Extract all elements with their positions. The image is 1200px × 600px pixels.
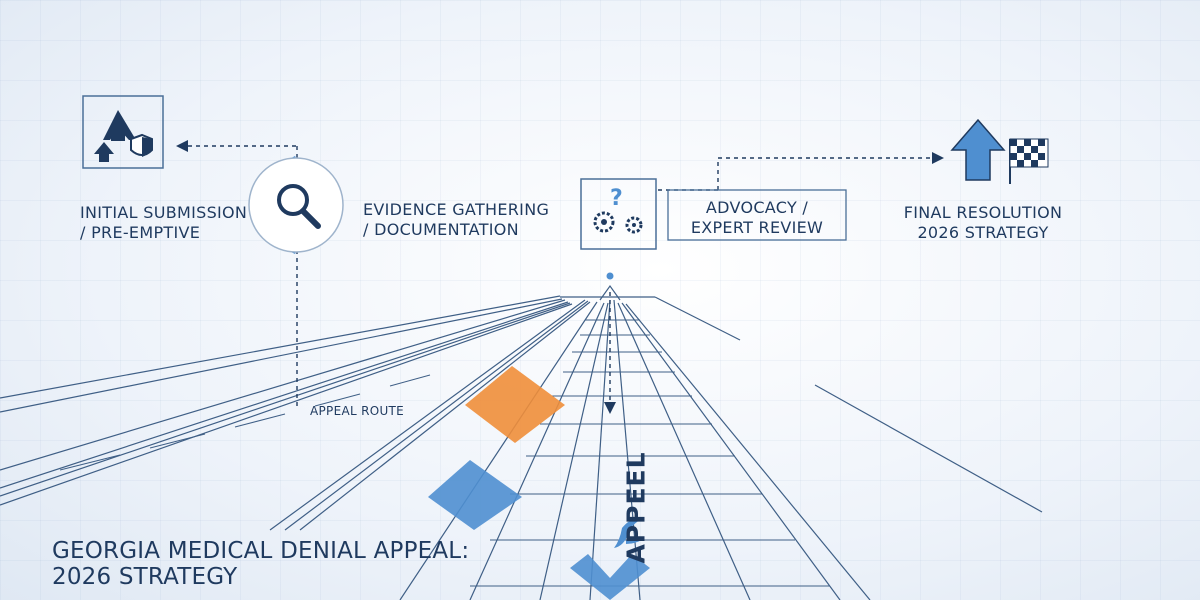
- step-advocacy-line2: EXPERT REVIEW: [690, 218, 824, 237]
- page-title: GEORGIA MEDICAL DENIAL APPEAL: 2026 STRA…: [52, 538, 469, 590]
- arrow-flag-icon: [950, 118, 1049, 184]
- bird-icon: [614, 519, 642, 548]
- blue-chevron: [570, 554, 650, 600]
- title-line1: GEORGIA MEDICAL DENIAL APPEAL:: [52, 538, 470, 564]
- step-final-line2: 2026 STRATEGY: [917, 223, 1049, 242]
- step-evidence-line1: EVIDENCE GATHERING: [363, 200, 550, 219]
- step-evidence-line2: / DOCUMENTATION: [363, 220, 519, 239]
- step-initial-line1: INITIAL SUBMISSION: [80, 203, 248, 222]
- step-advocacy-line1: ADVOCACY /: [705, 198, 809, 217]
- step-initial-line2: / PRE-EMPTIVE: [80, 223, 201, 242]
- title-line2: 2026 STRATEGY: [52, 564, 238, 590]
- magnifier-icon: [248, 155, 344, 255]
- step-final-label: FINAL RESOLUTION 2026 STRATEGY: [895, 203, 1071, 243]
- step-advocacy-label: ADVOCACY / EXPERT REVIEW: [668, 198, 846, 238]
- track-vertical-label: APPEEL: [621, 451, 651, 564]
- orange-diamond: [465, 366, 565, 443]
- upload-shield-icon: [82, 95, 164, 169]
- step-initial-label: INITIAL SUBMISSION / PRE-EMPTIVE: [80, 203, 247, 243]
- advocacy-box: [667, 189, 847, 241]
- step-final-line1: FINAL RESOLUTION: [903, 203, 1063, 222]
- track-ties: [59, 319, 830, 587]
- appeal-route-label: APPEAL ROUTE: [310, 404, 405, 418]
- track-lines: [0, 284, 1043, 600]
- blue-diamond: [428, 460, 522, 530]
- gears-question-icon: ?: [580, 178, 657, 250]
- svg-text:?: ?: [610, 186, 623, 211]
- arrow-heads: [176, 140, 944, 414]
- accent-diamonds: [428, 366, 650, 600]
- step-evidence-label: EVIDENCE GATHERING / DOCUMENTATION: [363, 200, 549, 240]
